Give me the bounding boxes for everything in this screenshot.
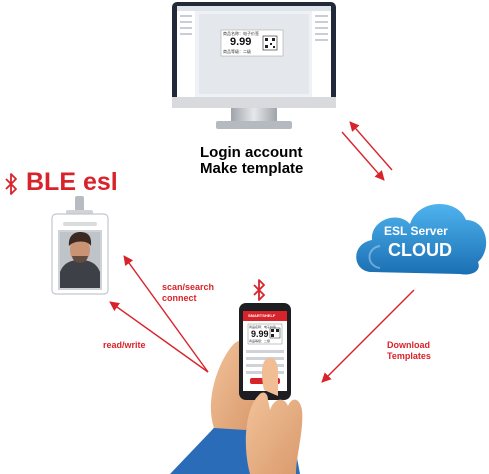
cloud-label-line1: ESL Server (384, 224, 448, 238)
screen-tag-name: 商品名称：电子价签 (223, 31, 259, 36)
screen-tag-price: 9.99 (230, 36, 252, 48)
label-connect: connect (162, 293, 197, 303)
cloud-label-line2: CLOUD (388, 240, 452, 260)
arrow-cloud-to-phone (321, 289, 415, 383)
label-templates: Templates (387, 351, 431, 361)
phone-header-text: SMARTSHELF (248, 313, 276, 318)
arrow-cloud-to-monitor (349, 121, 393, 171)
label-scan-search: scan/search (162, 282, 215, 292)
bluetooth-icon (253, 279, 265, 301)
arrow-monitor-to-cloud (341, 131, 385, 181)
monitor (172, 2, 336, 129)
label-read-write: read/write (103, 340, 146, 350)
monitor-caption-line2: Make template (200, 160, 304, 177)
arrow-phone-to-badge-readwrite (109, 301, 209, 373)
badge-esl (51, 196, 109, 295)
hand-holding-phone (170, 303, 303, 474)
cloud-shape (356, 203, 487, 275)
phone-tag-price: 9.99 (251, 329, 269, 339)
label-download: Download (387, 340, 430, 350)
screen-tag-grade: 商品等级：二级 (223, 49, 251, 54)
bluetooth-icon (5, 173, 17, 195)
phone-tag-name: 商品名称：电子价签 (249, 325, 277, 329)
monitor-caption-line1: Login account (200, 144, 303, 161)
arrow-phone-to-badge-scan (123, 255, 209, 373)
ble-esl-title: BLE esl (26, 168, 118, 196)
phone-tag-grade: 商品等级：二级 (249, 339, 271, 343)
